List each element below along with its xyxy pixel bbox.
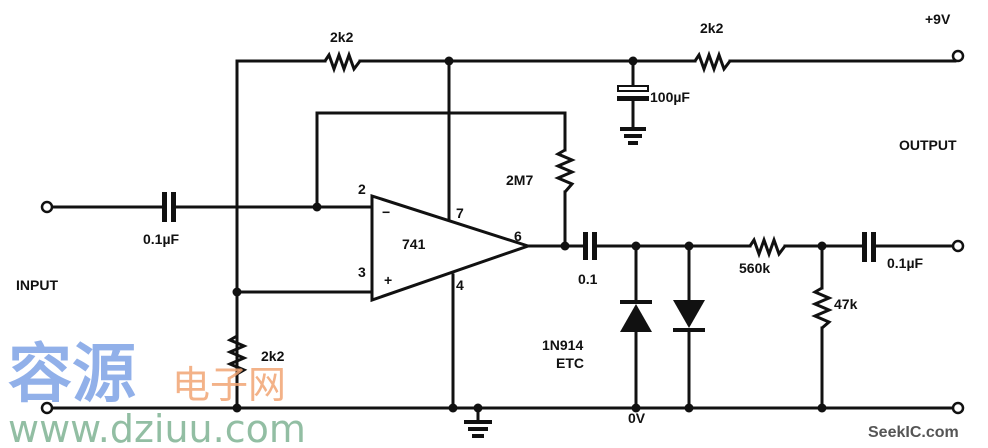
junction-dot xyxy=(628,56,638,66)
capacitor-input xyxy=(162,192,176,222)
label-input: INPUT xyxy=(16,277,58,293)
resistor-shunt-47k xyxy=(811,286,833,330)
junction-dot xyxy=(631,241,641,251)
junction-dot xyxy=(473,403,483,413)
label-c-coupling: 0.1 xyxy=(578,271,598,287)
junction-dot xyxy=(312,202,322,212)
label-output: OUTPUT xyxy=(899,137,957,153)
label-r-series: 560k xyxy=(739,260,770,276)
pin-label-vplus: 7 xyxy=(456,205,464,221)
output-ground-terminal xyxy=(951,401,965,415)
watermark-cn-site-suffix: 电子网 xyxy=(172,363,286,407)
resistor-supply-2k2 xyxy=(693,50,732,74)
watermark-seekic: SeekIC.com xyxy=(868,424,959,441)
label-r-top: 2k2 xyxy=(330,29,354,45)
junction-dot xyxy=(684,403,694,413)
label-supply: +9V xyxy=(925,11,951,27)
label-diode-type-etc: ETC xyxy=(556,355,584,371)
watermark-cn-site: 容源 xyxy=(8,338,136,412)
pin-label-noninverting: 3 xyxy=(358,264,366,280)
input-ground-terminal xyxy=(40,401,54,415)
opamp-741 xyxy=(370,193,533,303)
diode-1-anode-down xyxy=(620,300,652,332)
opamp-minus-sign: − xyxy=(382,204,390,220)
resistor-feedback-2M7 xyxy=(554,148,576,193)
label-r-shunt: 47k xyxy=(834,296,858,312)
label-c-input: 0.1µF xyxy=(143,231,180,247)
wire-feedback-loop xyxy=(315,111,567,209)
junction-dot xyxy=(817,403,827,413)
pin-label-output: 6 xyxy=(514,228,522,244)
label-r-feedback: 2M7 xyxy=(506,172,533,188)
capacitor-coupling xyxy=(583,232,597,260)
ground-icon-decoupling xyxy=(620,127,646,145)
input-terminal xyxy=(40,200,54,214)
opamp-plus-sign: + xyxy=(384,272,392,288)
capacitor-decoupling-electrolytic xyxy=(617,85,649,101)
ground-icon-main xyxy=(464,420,492,438)
label-r-supply: 2k2 xyxy=(700,20,724,36)
supply-terminal xyxy=(951,49,965,63)
junction-dot xyxy=(232,403,242,413)
junctions xyxy=(232,56,827,413)
junction-dot xyxy=(684,241,694,251)
capacitor-output xyxy=(862,232,876,262)
diode-2-cathode-down xyxy=(673,300,705,332)
output-terminal xyxy=(951,239,965,253)
label-r-bias: 2k2 xyxy=(261,348,285,364)
label-c-output: 0.1µF xyxy=(887,255,924,271)
label-diode-type: 1N914 xyxy=(542,337,583,353)
resistor-series-560k xyxy=(748,235,787,259)
label-ground-ref: 0V xyxy=(628,410,646,426)
junction-dot xyxy=(560,241,570,251)
pin-label-vminus: 4 xyxy=(456,277,464,293)
junction-dot xyxy=(444,56,454,66)
watermark-url: www.dziuu.com xyxy=(8,407,306,448)
junction-dot xyxy=(631,403,641,413)
opamp-part-label: 741 xyxy=(402,236,426,252)
junction-dot xyxy=(448,403,458,413)
resistor-top-2k2 xyxy=(323,50,362,74)
label-c-decouple: 100µF xyxy=(650,89,690,105)
pin-label-inverting: 2 xyxy=(358,181,366,197)
junction-dot xyxy=(232,287,242,297)
junction-dot xyxy=(817,241,827,251)
resistor-bias-2k2 xyxy=(226,334,248,376)
